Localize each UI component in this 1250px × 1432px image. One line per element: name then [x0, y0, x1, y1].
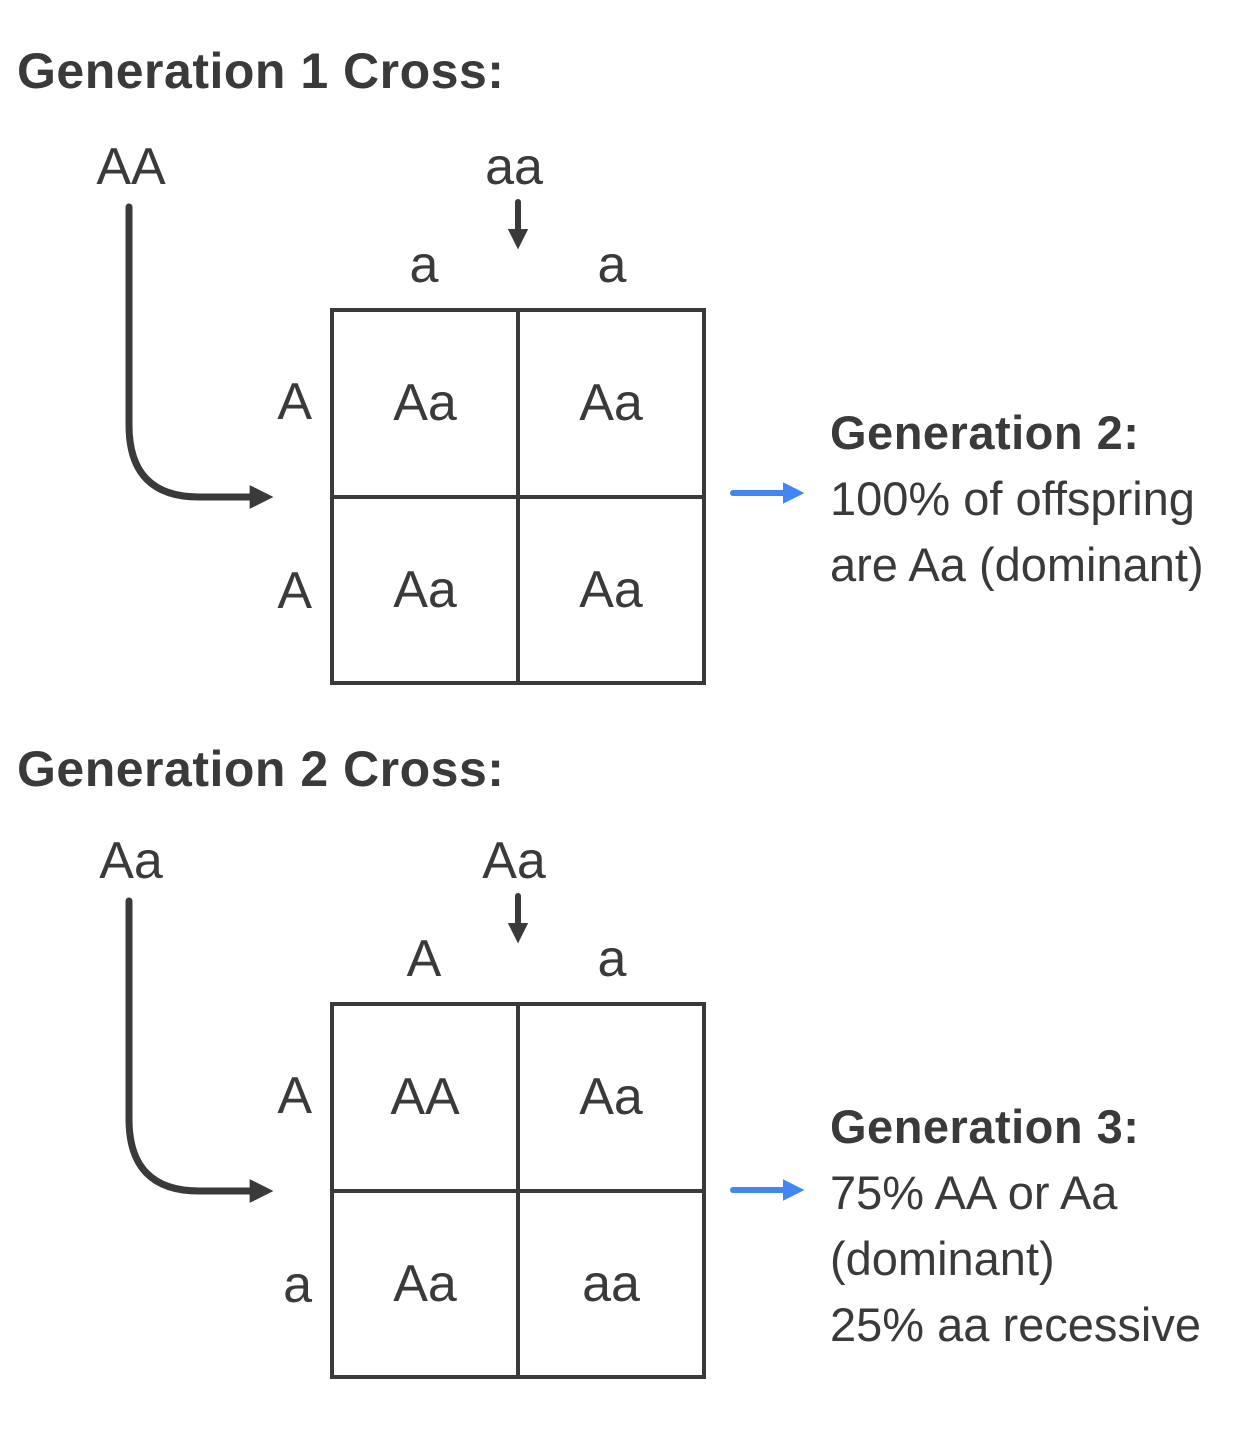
- gen2-left-parent-curved-arrow-icon: [125, 897, 274, 1203]
- gen1-row-header-2: A: [277, 562, 312, 620]
- gen2-punnett-square: AA Aa Aa aa: [330, 1002, 706, 1379]
- section2-title: Generation 2 Cross:: [17, 741, 505, 797]
- gen2-result-line-2: (dominant): [830, 1232, 1055, 1285]
- gen1-punnett-cell-2: Aa: [518, 312, 702, 497]
- gen2-result-heading: Generation 3:: [830, 1100, 1140, 1153]
- section1-title: Generation 1 Cross:: [17, 43, 505, 99]
- gen2-row-header-2: a: [283, 1256, 312, 1314]
- gen2-parent-right-label: Aa: [482, 832, 546, 890]
- gen1-parent-right-label: aa: [485, 138, 543, 196]
- gen1-result-line-1: 100% of offspring: [830, 472, 1195, 525]
- gen1-punnett-cell-1: Aa: [334, 312, 518, 497]
- gen2-punnett-cell-2: Aa: [518, 1006, 702, 1191]
- gen2-punnett-cell-1: AA: [334, 1006, 518, 1191]
- gen1-result-heading: Generation 2:: [830, 406, 1140, 459]
- gen1-col-header-1: a: [409, 236, 439, 294]
- gen1-row-header-1: A: [277, 373, 312, 431]
- gen2-result-line-1: 75% AA or Aa: [830, 1166, 1118, 1219]
- gen1-result-block: Generation 2: 100% of offspring are Aa (…: [830, 400, 1250, 598]
- gen1-left-parent-curved-arrow-icon: [125, 203, 274, 509]
- gen2-result-block: Generation 3: 75% AA or Aa (dominant) 25…: [830, 1094, 1250, 1358]
- gen2-punnett-cell-4: aa: [518, 1190, 702, 1375]
- gen1-parent-left-label: AA: [96, 138, 166, 196]
- gen2-punnett-cell-3: Aa: [334, 1190, 518, 1375]
- gen2-result-line-3: 25% aa recessive: [830, 1298, 1201, 1351]
- gen1-punnett-cell-4: Aa: [518, 496, 702, 681]
- gen2-parent-left-label: Aa: [99, 832, 163, 890]
- gen1-punnett-cell-3: Aa: [334, 496, 518, 681]
- gen1-punnett-square: Aa Aa Aa Aa: [330, 308, 706, 685]
- gen2-col-header-2: a: [597, 930, 627, 988]
- gen2-col-header-1: A: [406, 930, 442, 988]
- gen1-col-header-2: a: [597, 236, 627, 294]
- gen1-result-line-2: are Aa (dominant): [830, 538, 1204, 591]
- gen2-row-header-1: A: [277, 1067, 312, 1125]
